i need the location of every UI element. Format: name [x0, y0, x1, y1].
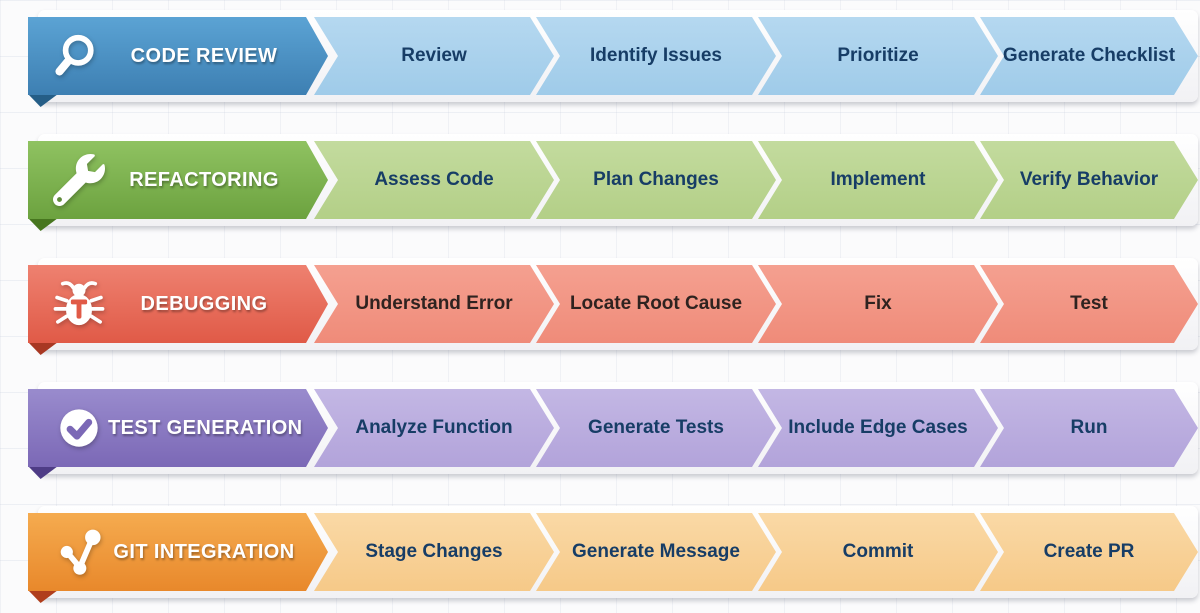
check-circle-icon — [50, 402, 108, 454]
step-chevron: Plan Changes — [536, 141, 776, 219]
step-label: Fix — [864, 293, 892, 314]
step-chevron: Implement — [758, 141, 998, 219]
step-chevron: Test — [980, 265, 1198, 343]
step-label: Test — [1070, 293, 1108, 314]
step-chevron: Understand Error — [314, 265, 554, 343]
workflow-title: REFACTORING — [129, 168, 279, 191]
workflow-header-debugging: DEBUGGING — [28, 265, 328, 343]
step-label: Review — [401, 45, 467, 66]
step-label: Stage Changes — [365, 541, 503, 562]
step-label: Generate Message — [572, 541, 740, 562]
step-label: Prioritize — [837, 45, 919, 66]
step-label: Create PR — [1043, 541, 1135, 562]
step-chevron: Review — [314, 17, 554, 95]
step-label: Verify Behavior — [1019, 169, 1159, 190]
bug-icon — [50, 278, 108, 330]
git-branch-icon — [50, 526, 108, 578]
workflow-row-test-generation: TEST GENERATION Analyze Function Generat… — [0, 382, 1200, 479]
step-chevron: Analyze Function — [314, 389, 554, 467]
workflow-row-code-review: CODE REVIEW Review Identify Issues Prior… — [0, 10, 1200, 107]
step-label: Commit — [842, 541, 914, 562]
step-chevron: Prioritize — [758, 17, 998, 95]
workflow-header-test-generation: TEST GENERATION — [28, 389, 328, 467]
step-label: Generate Tests — [588, 417, 724, 438]
step-label: Implement — [830, 169, 926, 190]
magnifier-icon — [50, 30, 108, 82]
step-chevron: Verify Behavior — [980, 141, 1198, 219]
wrench-icon — [50, 154, 108, 206]
step-label: Assess Code — [374, 169, 494, 190]
workflow-title: TEST GENERATION — [108, 416, 303, 439]
step-chevron: Generate Message — [536, 513, 776, 591]
workflow-title: CODE REVIEW — [130, 44, 278, 67]
step-chevron: Stage Changes — [314, 513, 554, 591]
step-chevron: Fix — [758, 265, 998, 343]
step-chevron: Generate Checklist — [980, 17, 1198, 95]
workflow-header-git-integration: GIT INTEGRATION — [28, 513, 328, 591]
step-chevron: Identify Issues — [536, 17, 776, 95]
step-chevron: Run — [980, 389, 1198, 467]
step-chevron: Commit — [758, 513, 998, 591]
workflow-header-code-review: CODE REVIEW — [28, 17, 328, 95]
step-chevron: Locate Root Cause — [536, 265, 776, 343]
workflow-row-debugging: DEBUGGING Understand Error Locate Root C… — [0, 258, 1200, 355]
step-chevron: Assess Code — [314, 141, 554, 219]
workflow-row-refactoring: REFACTORING Assess Code Plan Changes Imp… — [0, 134, 1200, 231]
workflow-title: DEBUGGING — [140, 292, 268, 315]
step-label: Run — [1070, 417, 1108, 438]
step-label: Understand Error — [355, 293, 513, 314]
workflow-title: GIT INTEGRATION — [113, 540, 295, 563]
step-label: Locate Root Cause — [569, 293, 743, 314]
step-chevron: Create PR — [980, 513, 1198, 591]
workflow-header-refactoring: REFACTORING — [28, 141, 328, 219]
step-chevron: Generate Tests — [536, 389, 776, 467]
step-label: Generate Checklist — [1002, 45, 1176, 66]
step-label: Plan Changes — [593, 169, 719, 190]
step-label: Analyze Function — [355, 417, 513, 438]
step-chevron: Include Edge Cases — [758, 389, 998, 467]
workflow-row-git-integration: GIT INTEGRATION Stage Changes Generate M… — [0, 506, 1200, 603]
step-label: Identify Issues — [590, 45, 722, 66]
step-label: Include Edge Cases — [788, 417, 968, 438]
